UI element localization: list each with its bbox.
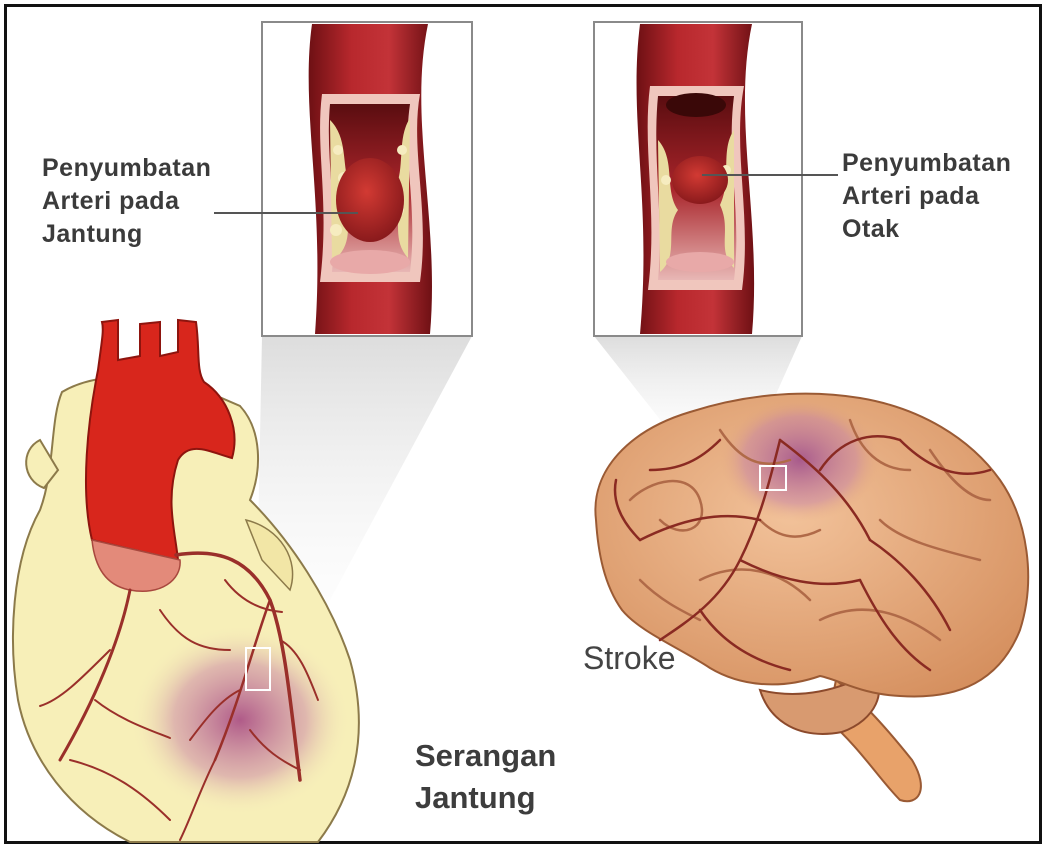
heart-blockage-label: Penyumbatan Arteri pada Jantung: [42, 152, 211, 251]
brain-illustration: [595, 394, 1028, 802]
brain-blockage-label: Penyumbatan Arteri pada Otak: [842, 147, 1011, 246]
heart-attack-label: Serangan Jantung: [415, 735, 556, 819]
brain-artery-inset: [594, 22, 802, 336]
stroke-label: Stroke: [583, 640, 675, 677]
heart-artery-inset: [262, 22, 472, 336]
